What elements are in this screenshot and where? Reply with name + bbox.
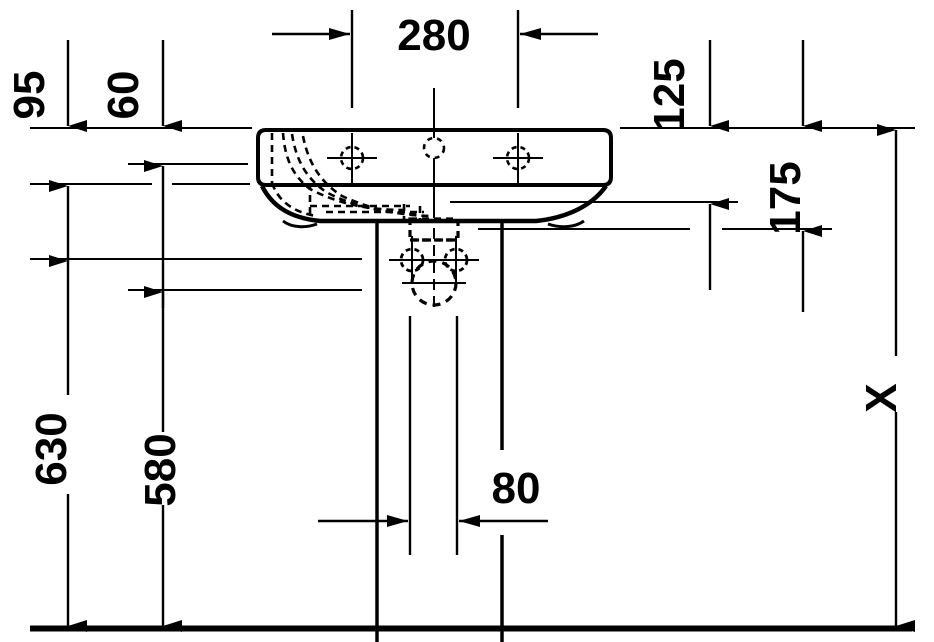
hidden-line-bowl-left-curve <box>270 182 317 218</box>
waste-dashed-rect <box>408 217 460 242</box>
dimension-630-label: 630 <box>27 412 76 485</box>
tap-hole-right <box>493 133 543 183</box>
tap-hole-left <box>327 133 377 183</box>
dimension-95: 95 <box>5 40 87 132</box>
dimension-X-label: X <box>857 383 906 412</box>
dimension-175-label: 175 <box>761 161 810 234</box>
dimension-280-label: 280 <box>397 11 470 60</box>
hidden-line-bowl-inner-c <box>301 135 435 218</box>
dimension-80-label: 80 <box>492 464 541 513</box>
dimension-80: 80 <box>318 464 548 527</box>
pedestal-vertical-lines <box>375 221 504 642</box>
basin-interior-hidden-lines <box>270 132 435 222</box>
basin-bowl-foot-left <box>282 219 318 229</box>
basin-bowl-foot-right <box>547 219 585 229</box>
dimension-60-label: 60 <box>99 71 148 120</box>
overflow-circle <box>422 136 446 160</box>
dimension-580-label: 580 <box>136 433 185 506</box>
basin-rim-profile <box>256 128 613 187</box>
dimension-580: 580 <box>136 160 185 632</box>
waste-trap-detail <box>389 217 479 310</box>
basin-bowl-underside <box>259 184 608 224</box>
dimension-125-label: 125 <box>645 58 694 131</box>
dimension-60: 60 <box>99 40 182 132</box>
basin-outline-group <box>256 128 613 229</box>
center-overflow-marker <box>422 136 446 160</box>
dimension-630: 630 <box>27 180 87 632</box>
dimension-280: 280 <box>272 10 598 108</box>
dimension-95-label: 95 <box>5 71 54 120</box>
dimension-125: 125 <box>645 40 729 290</box>
dimension-175: 175 <box>761 40 822 312</box>
dimension-X: X <box>857 124 915 632</box>
